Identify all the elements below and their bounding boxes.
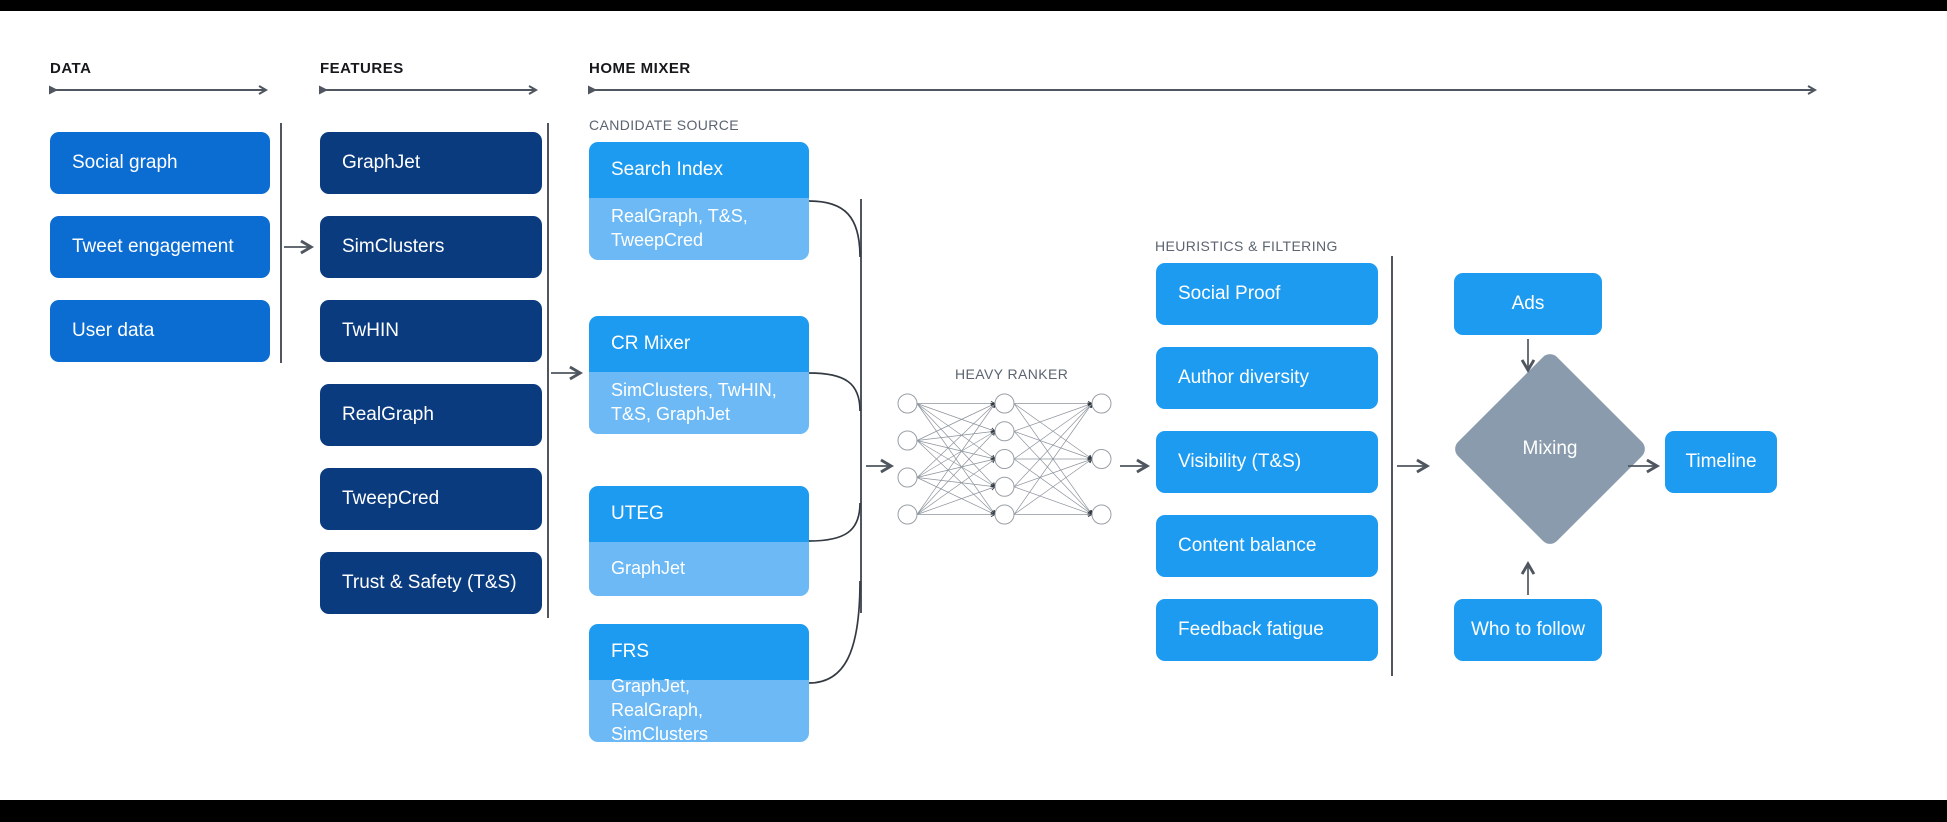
heuristic-box-label: Author diversity bbox=[1178, 367, 1309, 388]
bottom-letterbox-bar bbox=[0, 800, 1947, 822]
candidate-source-card-uteg[interactable]: UTEG GraphJet bbox=[589, 486, 809, 596]
heavy-ranker-neural-network bbox=[897, 393, 1112, 525]
feature-box-realgraph[interactable]: RealGraph bbox=[320, 384, 542, 446]
subsection-header-heavy-ranker: HEAVY RANKER bbox=[955, 366, 1069, 382]
feature-box-label: GraphJet bbox=[342, 152, 421, 173]
divider-features-mixer bbox=[547, 123, 549, 618]
diagram-canvas: DATA FEATURES HOME MIXER CANDIDATE SOURC… bbox=[0, 11, 1947, 800]
candidate-source-title: UTEG bbox=[589, 486, 809, 542]
subsection-header-candidate-source: CANDIDATE SOURCE bbox=[589, 117, 740, 133]
section-rule-features bbox=[319, 85, 544, 95]
terminal-box-timeline[interactable]: Timeline bbox=[1665, 431, 1777, 493]
feature-box-tweepcred[interactable]: TweepCred bbox=[320, 468, 542, 530]
feature-box-label: RealGraph bbox=[342, 404, 434, 425]
feature-box-graphjet[interactable]: GraphJet bbox=[320, 132, 542, 194]
heuristic-box-content-balance[interactable]: Content balance bbox=[1156, 515, 1378, 577]
heuristic-box-label: Content balance bbox=[1178, 535, 1317, 556]
candidate-source-card-search-index[interactable]: Search Index RealGraph, T&S, TweepCred bbox=[589, 142, 809, 260]
candidate-source-features: SimClusters, TwHIN, T&S, GraphJet bbox=[589, 372, 809, 434]
data-box-label: Tweet engagement bbox=[72, 236, 234, 257]
divider-data-features bbox=[280, 123, 282, 363]
terminal-box-who-to-follow[interactable]: Who to follow bbox=[1454, 599, 1602, 661]
section-rule-home-mixer bbox=[588, 85, 1823, 95]
candidate-source-features: GraphJet bbox=[589, 542, 809, 596]
subsection-header-heuristics: HEURISTICS & FILTERING bbox=[1155, 238, 1338, 254]
data-box-social-graph[interactable]: Social graph bbox=[50, 132, 270, 194]
candidate-source-features: GraphJet, RealGraph, SimClusters bbox=[589, 676, 809, 742]
terminal-box-ads[interactable]: Ads bbox=[1454, 273, 1602, 335]
candidate-source-title: Search Index bbox=[589, 142, 809, 198]
candidate-source-title: CR Mixer bbox=[589, 316, 809, 372]
heuristic-box-label: Feedback fatigue bbox=[1178, 619, 1324, 640]
section-header-data: DATA bbox=[50, 60, 92, 77]
feature-box-twhin[interactable]: TwHIN bbox=[320, 300, 542, 362]
heuristic-box-label: Social Proof bbox=[1178, 283, 1281, 304]
heuristic-box-social-proof[interactable]: Social Proof bbox=[1156, 263, 1378, 325]
feature-box-label: Trust & Safety (T&S) bbox=[342, 572, 517, 593]
data-box-user-data[interactable]: User data bbox=[50, 300, 270, 362]
section-header-features: FEATURES bbox=[320, 60, 404, 77]
section-header-home-mixer: HOME MIXER bbox=[589, 60, 691, 77]
feature-box-label: TweepCred bbox=[342, 488, 440, 509]
candidate-source-card-frs[interactable]: FRS GraphJet, RealGraph, SimClusters bbox=[589, 624, 809, 742]
terminal-box-label: Who to follow bbox=[1470, 619, 1586, 640]
divider-heuristics-mixing bbox=[1391, 256, 1393, 676]
candidate-source-card-cr-mixer[interactable]: CR Mixer SimClusters, TwHIN, T&S, GraphJ… bbox=[589, 316, 809, 434]
data-box-tweet-engagement[interactable]: Tweet engagement bbox=[50, 216, 270, 278]
terminal-box-label: Timeline bbox=[1685, 451, 1757, 472]
heuristic-box-label: Visibility (T&S) bbox=[1178, 451, 1302, 472]
top-letterbox-bar bbox=[0, 0, 1947, 11]
data-box-label: Social graph bbox=[72, 152, 178, 173]
candidate-source-features: RealGraph, T&S, TweepCred bbox=[589, 198, 809, 260]
terminal-box-label: Ads bbox=[1511, 293, 1545, 314]
heuristic-box-feedback-fatigue[interactable]: Feedback fatigue bbox=[1156, 599, 1378, 661]
data-box-label: User data bbox=[72, 320, 155, 341]
mixing-diamond-label: Mixing bbox=[1522, 438, 1578, 459]
feature-box-simclusters[interactable]: SimClusters bbox=[320, 216, 542, 278]
heuristic-box-visibility[interactable]: Visibility (T&S) bbox=[1156, 431, 1378, 493]
feature-box-trust-safety[interactable]: Trust & Safety (T&S) bbox=[320, 552, 542, 614]
feature-box-label: TwHIN bbox=[342, 320, 399, 341]
divider-candidate-collector bbox=[860, 199, 862, 613]
candidate-source-title: FRS bbox=[589, 624, 809, 680]
heuristic-box-author-diversity[interactable]: Author diversity bbox=[1156, 347, 1378, 409]
feature-box-label: SimClusters bbox=[342, 236, 445, 257]
section-rule-data bbox=[49, 85, 274, 95]
